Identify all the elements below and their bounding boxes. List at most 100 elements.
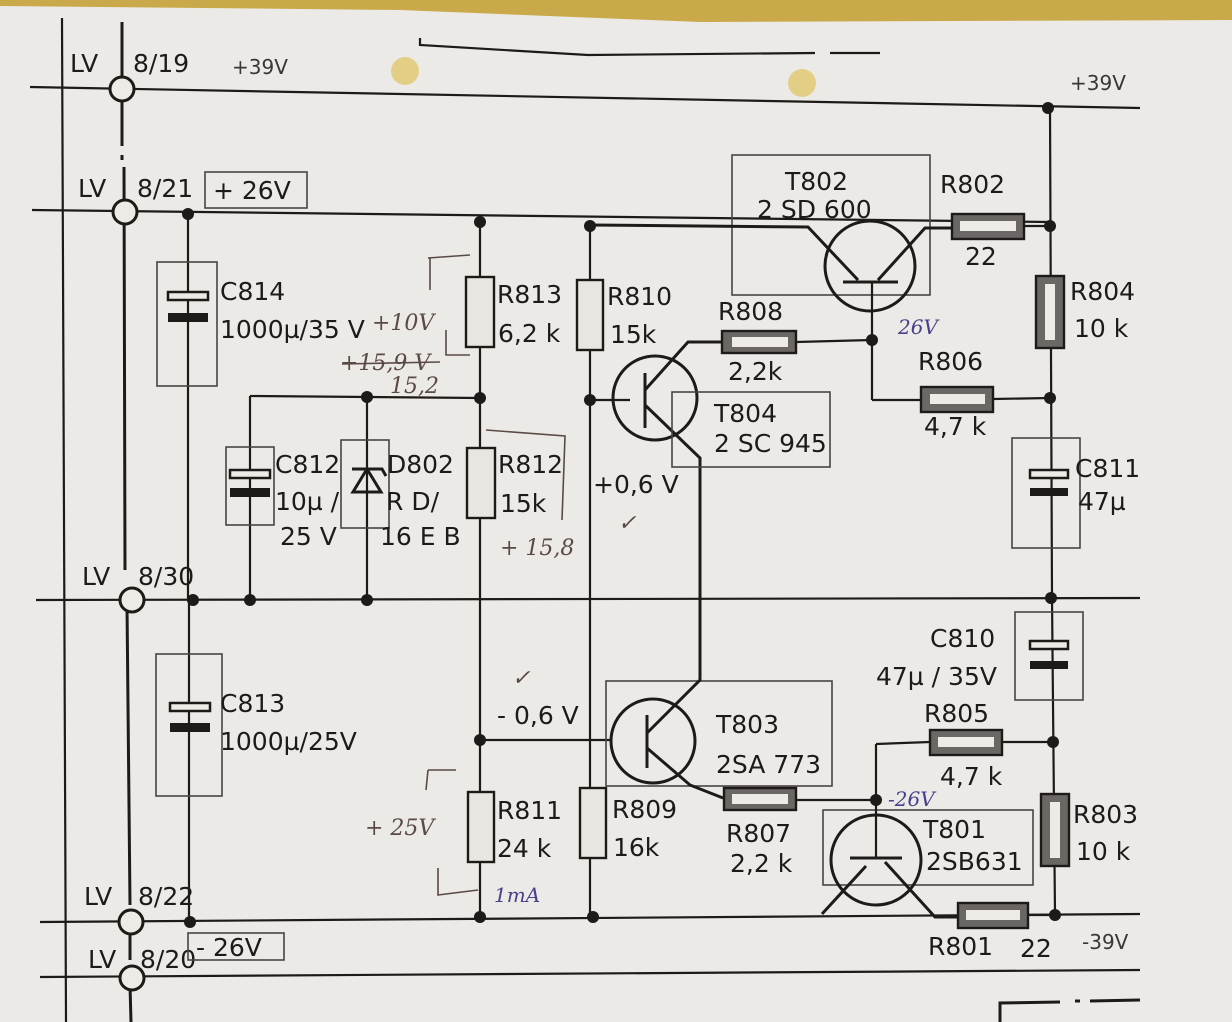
R809-value: 16k bbox=[613, 833, 660, 862]
rail-plus26 bbox=[31, 208, 1051, 224]
rail-box-plus26 bbox=[204, 171, 308, 209]
R807-value: 2,2 k bbox=[730, 849, 793, 878]
T801-ref: T801 bbox=[922, 815, 986, 844]
R802-ref: R802 bbox=[940, 170, 1005, 199]
R805-value: 4,7 k bbox=[940, 762, 1003, 791]
note-r811-current: 1mA bbox=[494, 883, 540, 907]
terminal-pin: 8/21 bbox=[137, 174, 193, 203]
note-r812-bottom: + 15,8 bbox=[500, 536, 574, 561]
R813-ref: R813 bbox=[497, 280, 562, 309]
T804-ref: T804 bbox=[713, 399, 777, 428]
R801-ref: R801 bbox=[928, 932, 993, 961]
resistor-R805: R805 4,7 k bbox=[875, 699, 1053, 791]
C811-value: 47µ bbox=[1078, 487, 1126, 516]
t804-base-voltage: +0,6 V bbox=[593, 470, 679, 499]
R801-value: 22 bbox=[1020, 934, 1052, 963]
terminal-8-21: LV 8/21 bbox=[78, 174, 193, 226]
C812-value2: 25 V bbox=[280, 522, 337, 551]
R806-value: 4,7 k bbox=[924, 412, 987, 441]
rail-label-plus26: + 26V bbox=[213, 176, 291, 205]
capacitor-C813: C813 1000µ/25V bbox=[155, 600, 357, 922]
terminal-pin: 8/30 bbox=[138, 562, 194, 591]
R810-value: 15k bbox=[610, 320, 657, 349]
R811-ref: R811 bbox=[497, 796, 562, 825]
transistor-T803: T803 2SA 773 bbox=[480, 600, 833, 800]
T803-ref: T803 bbox=[715, 710, 779, 739]
note-t801-collector: -26V bbox=[888, 787, 937, 811]
resistor-R809: R809 16k bbox=[578, 786, 677, 862]
rail-label-plus39-right: +39V bbox=[1070, 71, 1126, 95]
C812-value1: 10µ / bbox=[275, 487, 340, 516]
right-upper-wire bbox=[1048, 107, 1054, 599]
R812-ref: R812 bbox=[498, 450, 563, 479]
resistor-R806: R806 4,7 k bbox=[918, 347, 1051, 441]
terminal-8-19: LV 8/19 bbox=[70, 49, 189, 103]
C814-value: 1000µ/35 V bbox=[220, 315, 365, 344]
R807-ref: R807 bbox=[726, 819, 791, 848]
pencil-bracket-r812 bbox=[485, 429, 566, 521]
transistor-T804: T804 2 SC 945 bbox=[590, 340, 831, 600]
pencil-bracket-r813 bbox=[427, 254, 471, 356]
R809-ref: R809 bbox=[612, 795, 677, 824]
punch-hole-right bbox=[788, 69, 816, 97]
capacitor-C812: C812 10µ / 25 V bbox=[225, 446, 340, 551]
rail-label-minus39: -39V bbox=[1082, 930, 1129, 954]
resistor-R807: R807 2,2 k bbox=[722, 786, 876, 878]
R812-value: 15k bbox=[500, 489, 547, 518]
junction-dots bbox=[182, 102, 1061, 928]
paper-background bbox=[0, 6, 1232, 1022]
C814-ref: C814 bbox=[220, 277, 285, 306]
R803-ref: R803 bbox=[1073, 800, 1138, 829]
rail-minus39 bbox=[39, 968, 1141, 979]
check-mark-t804: ✓ bbox=[618, 511, 637, 536]
R802-value: 22 bbox=[965, 242, 997, 271]
R803-value: 10 k bbox=[1076, 837, 1131, 866]
R806-ref: R806 bbox=[918, 347, 983, 376]
D802-value1: R D/ bbox=[386, 487, 440, 516]
R808-value: 2,2k bbox=[728, 357, 783, 386]
T802-type: 2 SD 600 bbox=[757, 195, 872, 224]
rail-label-plus39-left: +39V bbox=[232, 55, 288, 79]
transistor-T802: T802 2 SD 600 bbox=[589, 154, 955, 402]
terminal-8-30: LV 8/30 bbox=[82, 562, 194, 614]
R810-ref: R810 bbox=[607, 282, 672, 311]
rail-plus39 bbox=[29, 85, 1141, 110]
R804-ref: R804 bbox=[1070, 277, 1135, 306]
terminal-prefix: LV bbox=[84, 882, 112, 911]
resistor-R804: R804 10 k bbox=[1034, 274, 1135, 350]
capacitor-C814: C814 1000µ/35 V bbox=[156, 214, 365, 600]
C813-ref: C813 bbox=[220, 689, 285, 718]
terminal-prefix: LV bbox=[70, 49, 98, 78]
D802-ref: D802 bbox=[387, 450, 454, 479]
note-r811-side: + 25V bbox=[365, 816, 436, 841]
terminal-pin: 8/20 bbox=[140, 945, 196, 974]
capacitor-C811: C811 47µ bbox=[1011, 437, 1140, 549]
terminal-pin: 8/22 bbox=[138, 882, 194, 911]
terminal-8-22: LV 8/22 bbox=[84, 882, 194, 936]
T803-type: 2SA 773 bbox=[716, 750, 821, 779]
resistor-R811: R811 24 k bbox=[466, 790, 562, 864]
T801-type: 2SB631 bbox=[926, 847, 1023, 876]
C811-ref: C811 bbox=[1075, 454, 1140, 483]
T804-type: 2 SC 945 bbox=[714, 429, 827, 458]
C810-ref: C810 bbox=[930, 624, 995, 653]
left-border-line bbox=[60, 17, 68, 1022]
C812-ref: C812 bbox=[275, 450, 340, 479]
resistor-R813: R813 6,2 k bbox=[464, 275, 562, 349]
pencil-bracket-r811 bbox=[425, 769, 479, 896]
R808-ref: R808 bbox=[718, 297, 783, 326]
rail-ground bbox=[35, 596, 1141, 602]
terminal-8-20: LV 8/20 bbox=[88, 945, 196, 992]
terminal-prefix: LV bbox=[78, 174, 106, 203]
terminal-pin: 8/19 bbox=[133, 49, 189, 78]
R805-ref: R805 bbox=[924, 699, 989, 728]
R813-value: 6,2 k bbox=[498, 319, 561, 348]
terminal-prefix: LV bbox=[82, 562, 110, 591]
R804-value: 10 k bbox=[1074, 314, 1129, 343]
punch-hole-left bbox=[391, 57, 419, 85]
terminal-prefix: LV bbox=[88, 945, 116, 974]
R811-value: 24 k bbox=[497, 834, 552, 863]
transistor-T801: T801 2SB631 bbox=[820, 744, 1034, 919]
zener-diode-D802: D802 R D/ 16 E B bbox=[340, 439, 461, 551]
